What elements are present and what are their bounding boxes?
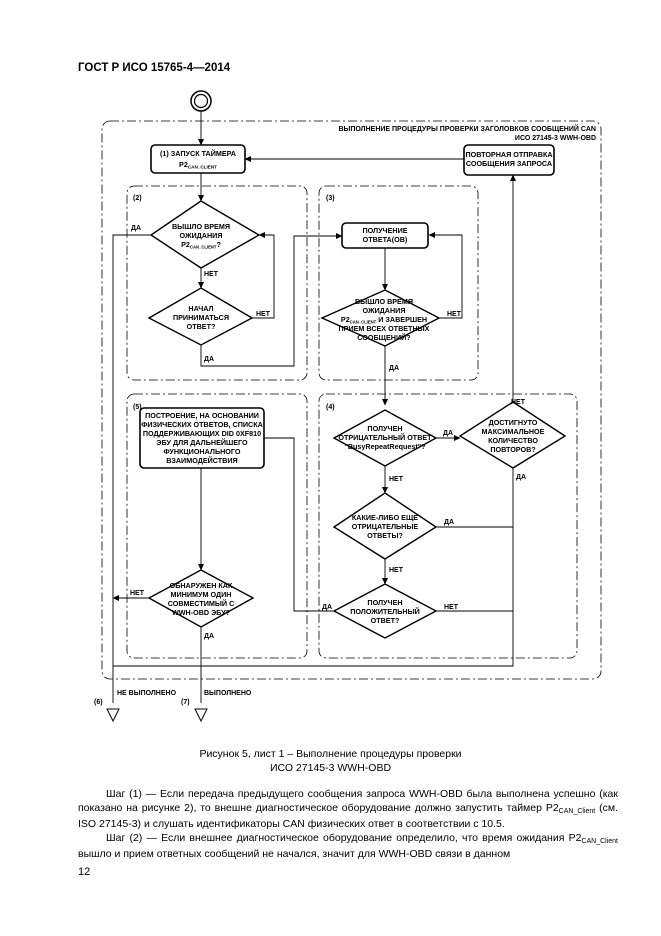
exit-6-label: НЕ ВЫПОЛНЕНО (117, 690, 177, 697)
frame-title-line1: ВЫПОЛНЕНИЕ ПРОЦЕДУРЫ ПРОВЕРКИ ЗАГОЛОВКОВ… (338, 124, 596, 133)
label-no-ecu-found: НЕТ (130, 590, 145, 597)
box-build-ecu-list: ПОСТРОЕНИЕ, НА ОСНОВАНИИ ФИЗИЧЕСКИХ ОТВЕ… (139, 407, 265, 469)
svg-text:ПРИЕМ ВСЕХ ОТВЕТНЫХ: ПРИЕМ ВСЕХ ОТВЕТНЫХ (339, 324, 430, 333)
label-yes-started: ДА (204, 356, 214, 363)
section-2-frame (126, 185, 308, 381)
label-no-negative: НЕТ (389, 476, 404, 483)
section-3-label: (3) (326, 195, 335, 202)
label-yes-timeout: ДА (131, 225, 141, 232)
outer-frame (101, 120, 602, 680)
svg-text:КАКИЕ-ЛИБО ЕЩЕ: КАКИЕ-ЛИБО ЕЩЕ (352, 513, 418, 522)
paragraph-step-1: Шаг (1) — Если передача предыдущего сооб… (78, 788, 618, 830)
figure-caption: Рисунок 5, лист 1 – Выполнение процедуры… (0, 747, 661, 775)
box-resend-request: ПОВТОРНАЯ ОТПРАВКА СООБЩЕНИЯ ЗАПРОСА (463, 144, 555, 176)
caption-line1: Рисунок 5, лист 1 – Выполнение процедуры… (199, 748, 462, 760)
label-yes-max-repeats: ДА (516, 474, 526, 481)
exit-not-done (106, 708, 120, 723)
label-no-complete: НЕТ (447, 311, 462, 318)
decision-timeout: ВЫШЛО ВРЕМЯ ОЖИДАНИЯ P2CAN_CLIENT? (149, 200, 261, 269)
label-no-positive: НЕТ (444, 604, 459, 611)
svg-text:ПОСТРОЕНИЕ, НА ОСНОВАНИИ: ПОСТРОЕНИЕ, НА ОСНОВАНИИ (145, 411, 259, 420)
decision-timeout-complete: ВЫШЛО ВРЕМЯ ОЖИДАНИЯ P2CAN_CLIENT И ЗАВЕ… (320, 289, 441, 347)
section-5-label: (5) (133, 404, 142, 411)
svg-text:ПОДДЕРЖИВАЮЩИХ DID 0XF810: ПОДДЕРЖИВАЮЩИХ DID 0XF810 (143, 429, 261, 438)
exit-done (194, 708, 208, 723)
document-header: ГОСТ Р ИСО 15765-4—2014 (78, 62, 231, 74)
svg-text:"BusyRepeatRequest"?: "BusyRepeatRequest"? (344, 442, 425, 451)
svg-text:P2CAN_CLIENT?: P2CAN_CLIENT? (181, 240, 221, 250)
svg-text:ВЫШЛО ВРЕМЯ: ВЫШЛО ВРЕМЯ (172, 222, 230, 231)
svg-text:ОТВЕТ?: ОТВЕТ? (187, 322, 216, 331)
svg-text:ДОСТИГНУТО: ДОСТИГНУТО (489, 418, 538, 427)
connectors (112, 111, 516, 703)
svg-text:ОТВЕТ?: ОТВЕТ? (371, 616, 400, 625)
box-start-timer: (1) ЗАПУСК ТАЙМЕРА P2CAN_CLIENT (150, 144, 246, 174)
svg-text:ОЖИДАНИЯ: ОЖИДАНИЯ (363, 306, 406, 315)
svg-text:ФИЗИЧЕСКИХ ОТВЕТОВ, СПИСКА: ФИЗИЧЕСКИХ ОТВЕТОВ, СПИСКА (141, 420, 263, 429)
svg-text:ОТВЕТЫ?: ОТВЕТЫ? (367, 531, 403, 540)
paragraph-step-2: Шаг (2) — Если внешнее диагностическое о… (78, 831, 618, 861)
flowchart: ВЫПОЛНЕНИЕ ПРОЦЕДУРЫ ПРОВЕРКИ ЗАГОЛОВКОВ… (94, 90, 602, 723)
svg-text:СООБЩЕНИЙ?: СООБЩЕНИЙ? (357, 333, 410, 342)
svg-text:ПРИНИМАТЬСЯ: ПРИНИМАТЬСЯ (173, 313, 229, 322)
svg-text:ЭБУ ДЛЯ ДАЛЬНЕЙШЕГО: ЭБУ ДЛЯ ДАЛЬНЕЙШЕГО (156, 438, 248, 447)
section-5-frame (126, 393, 308, 659)
svg-text:СООБЩЕНИЯ ЗАПРОСА: СООБЩЕНИЯ ЗАПРОСА (466, 159, 552, 168)
section-4-label: (4) (326, 404, 335, 411)
svg-text:(1) ЗАПУСК ТАЙМЕРА: (1) ЗАПУСК ТАЙМЕРА (160, 149, 236, 158)
section-2-label: (2) (133, 195, 142, 202)
svg-text:ПОЛУЧЕН: ПОЛУЧЕН (367, 424, 402, 433)
svg-text:ОБНАРУЖЕН КАК: ОБНАРУЖЕН КАК (170, 581, 233, 590)
decision-other-negative: КАКИЕ-ЛИБО ЕЩЕ ОТРИЦАТЕЛЬНЫЕ ОТВЕТЫ? (332, 492, 438, 560)
svg-text:НАЧАЛ: НАЧАЛ (188, 304, 213, 313)
svg-text:МИНИМУМ ОДИН: МИНИМУМ ОДИН (171, 590, 232, 599)
svg-text:ПОЛОЖИТЕЛЬНЫЙ: ПОЛОЖИТЕЛЬНЫЙ (350, 607, 420, 616)
label-no-started: НЕТ (256, 311, 271, 318)
svg-text:WWH-OBD ЭБУ?: WWH-OBD ЭБУ? (172, 608, 230, 617)
decision-max-repeats: ДОСТИГНУТО МАКСИМАЛЬНОЕ КОЛИЧЕСТВО ПОВТО… (458, 401, 567, 469)
label-yes-complete: ДА (389, 365, 399, 372)
exit-7-label: ВЫПОЛНЕНО (204, 690, 252, 697)
svg-text:ПОВТОРОВ?: ПОВТОРОВ? (490, 445, 535, 454)
body-text: Шаг (1) — Если передача предыдущего сооб… (78, 788, 618, 862)
svg-text:СОВМЕСТИМЫЙ С: СОВМЕСТИМЫЙ С (168, 599, 235, 608)
page-number: 12 (78, 866, 91, 878)
svg-text:ОЖИДАНИЯ: ОЖИДАНИЯ (180, 231, 223, 240)
label-yes-ecu-found: ДА (204, 633, 214, 640)
start-node (190, 90, 212, 112)
section-3-frame (318, 185, 479, 381)
svg-text:ПОЛУЧЕН: ПОЛУЧЕН (367, 598, 402, 607)
decision-negative-response: ПОЛУЧЕН ОТРИЦАТЕЛЬНЫЙ ОТВЕТ "BusyRepeatR… (332, 409, 438, 467)
svg-text:ПОЛУЧЕНИЕ: ПОЛУЧЕНИЕ (362, 226, 407, 235)
label-no-max-repeats: НЕТ (511, 399, 526, 406)
exit-6-number: (6) (94, 699, 103, 706)
label-yes-negative: ДА (443, 430, 453, 437)
section-4-frame (318, 393, 578, 659)
label-yes-other-negative: ДА (444, 519, 454, 526)
svg-text:ОТРИЦАТЕЛЬНЫЕ: ОТРИЦАТЕЛЬНЫЕ (352, 522, 419, 531)
decision-ecu-found: ОБНАРУЖЕН КАК МИНИМУМ ОДИН СОВМЕСТИМЫЙ С… (147, 569, 255, 628)
label-no-timeout: НЕТ (204, 271, 219, 278)
exit-7-number: (7) (181, 699, 190, 706)
decision-positive-response: ПОЛУЧЕН ПОЛОЖИТЕЛЬНЫЙ ОТВЕТ? (332, 583, 438, 639)
svg-text:ВЗАИМОДЕЙСТВИЯ: ВЗАИМОДЕЙСТВИЯ (166, 456, 237, 465)
decision-started-receiving: НАЧАЛ ПРИНИМАТЬСЯ ОТВЕТ? (147, 287, 254, 346)
caption-line2: ИСО 27145-3 WWH-OBD (269, 762, 392, 774)
svg-text:ОТРИЦАТЕЛЬНЫЙ ОТВЕТ: ОТРИЦАТЕЛЬНЫЙ ОТВЕТ (338, 433, 432, 442)
svg-text:P2CAN_CLIENT И ЗАВЕРШЕН: P2CAN_CLIENT И ЗАВЕРШЕН (341, 315, 427, 325)
svg-text:МАКСИМАЛЬНОЕ: МАКСИМАЛЬНОЕ (482, 427, 545, 436)
box-receive-responses: ПОЛУЧЕНИЕ ОТВЕТА(ОВ) (341, 222, 429, 249)
svg-text:ОТВЕТА(ОВ): ОТВЕТА(ОВ) (363, 235, 408, 244)
svg-text:P2CAN_CLIENT: P2CAN_CLIENT (179, 160, 217, 170)
label-yes-positive: ДА (322, 604, 332, 611)
label-no-other-negative: НЕТ (389, 567, 404, 574)
svg-text:ПОВТОРНАЯ ОТПРАВКА: ПОВТОРНАЯ ОТПРАВКА (465, 150, 552, 159)
svg-text:КОЛИЧЕСТВО: КОЛИЧЕСТВО (488, 436, 538, 445)
svg-text:ВЫШЛО ВРЕМЯ: ВЫШЛО ВРЕМЯ (355, 297, 413, 306)
svg-text:ФУНКЦИОНАЛЬНОГО: ФУНКЦИОНАЛЬНОГО (164, 447, 241, 456)
frame-title-line2: ИСО 27145-3 WWH-OBD (515, 135, 596, 142)
